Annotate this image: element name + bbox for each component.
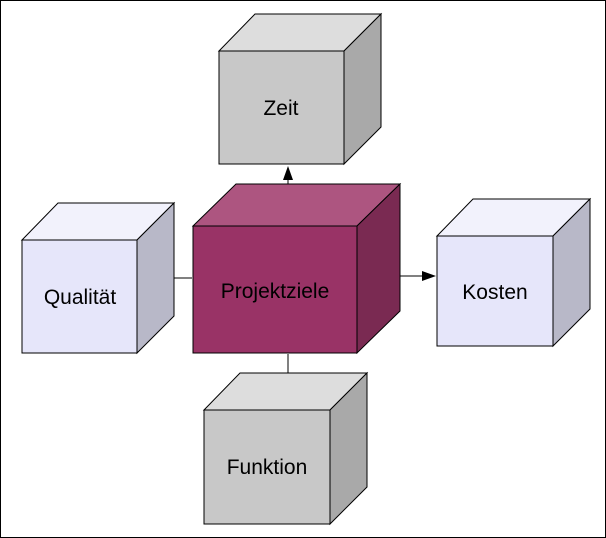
cube-qualitaet-front — [21, 239, 138, 354]
cube-zeit: Zeit — [217, 12, 383, 166]
cube-funktion-label: Funktion — [227, 456, 308, 479]
cube-projektziele: Projektziele — [191, 182, 402, 355]
cube-zeit-front — [218, 50, 345, 165]
cube-kosten-label: Kosten — [462, 281, 527, 304]
cube-kosten-front — [436, 235, 554, 347]
cube-kosten: Kosten — [435, 197, 592, 348]
cube-qualitaet: Qualität — [20, 201, 176, 355]
cube-projektziele-label: Projektziele — [221, 280, 330, 303]
cube-projektziele-front — [192, 225, 358, 354]
cube-zeit-label: Zeit — [263, 97, 298, 120]
cube-funktion: Funktion — [202, 371, 369, 526]
cube-qualitaet-label: Qualität — [44, 286, 117, 309]
cube-funktion-front — [203, 409, 331, 525]
